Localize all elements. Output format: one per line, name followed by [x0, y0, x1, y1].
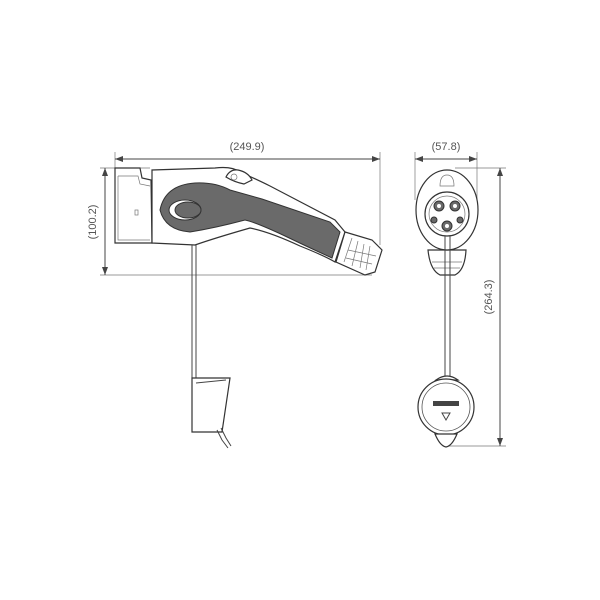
- side-length-label: (249.9): [230, 141, 265, 153]
- protective-cap-side: [191, 377, 231, 433]
- cable-boot: [335, 231, 383, 276]
- side-height-label: (100.2): [87, 205, 99, 240]
- front-width-label: (57.8): [432, 141, 461, 153]
- front-width-dimension: (57.8): [414, 141, 478, 200]
- connector-front-view: [415, 169, 479, 448]
- cap-tab: [434, 433, 458, 448]
- front-height-dimension: (264.3): [445, 167, 506, 447]
- cap-logo: [433, 401, 459, 422]
- grip: [159, 182, 341, 259]
- pins: [430, 200, 464, 232]
- connector-side-view: [114, 166, 383, 276]
- holster-strap: [191, 245, 232, 449]
- front-height-label: (264.3): [483, 280, 495, 315]
- nose-block: [114, 167, 153, 244]
- latch-button: [225, 169, 253, 185]
- side-length-dimension: (249.9): [114, 141, 381, 245]
